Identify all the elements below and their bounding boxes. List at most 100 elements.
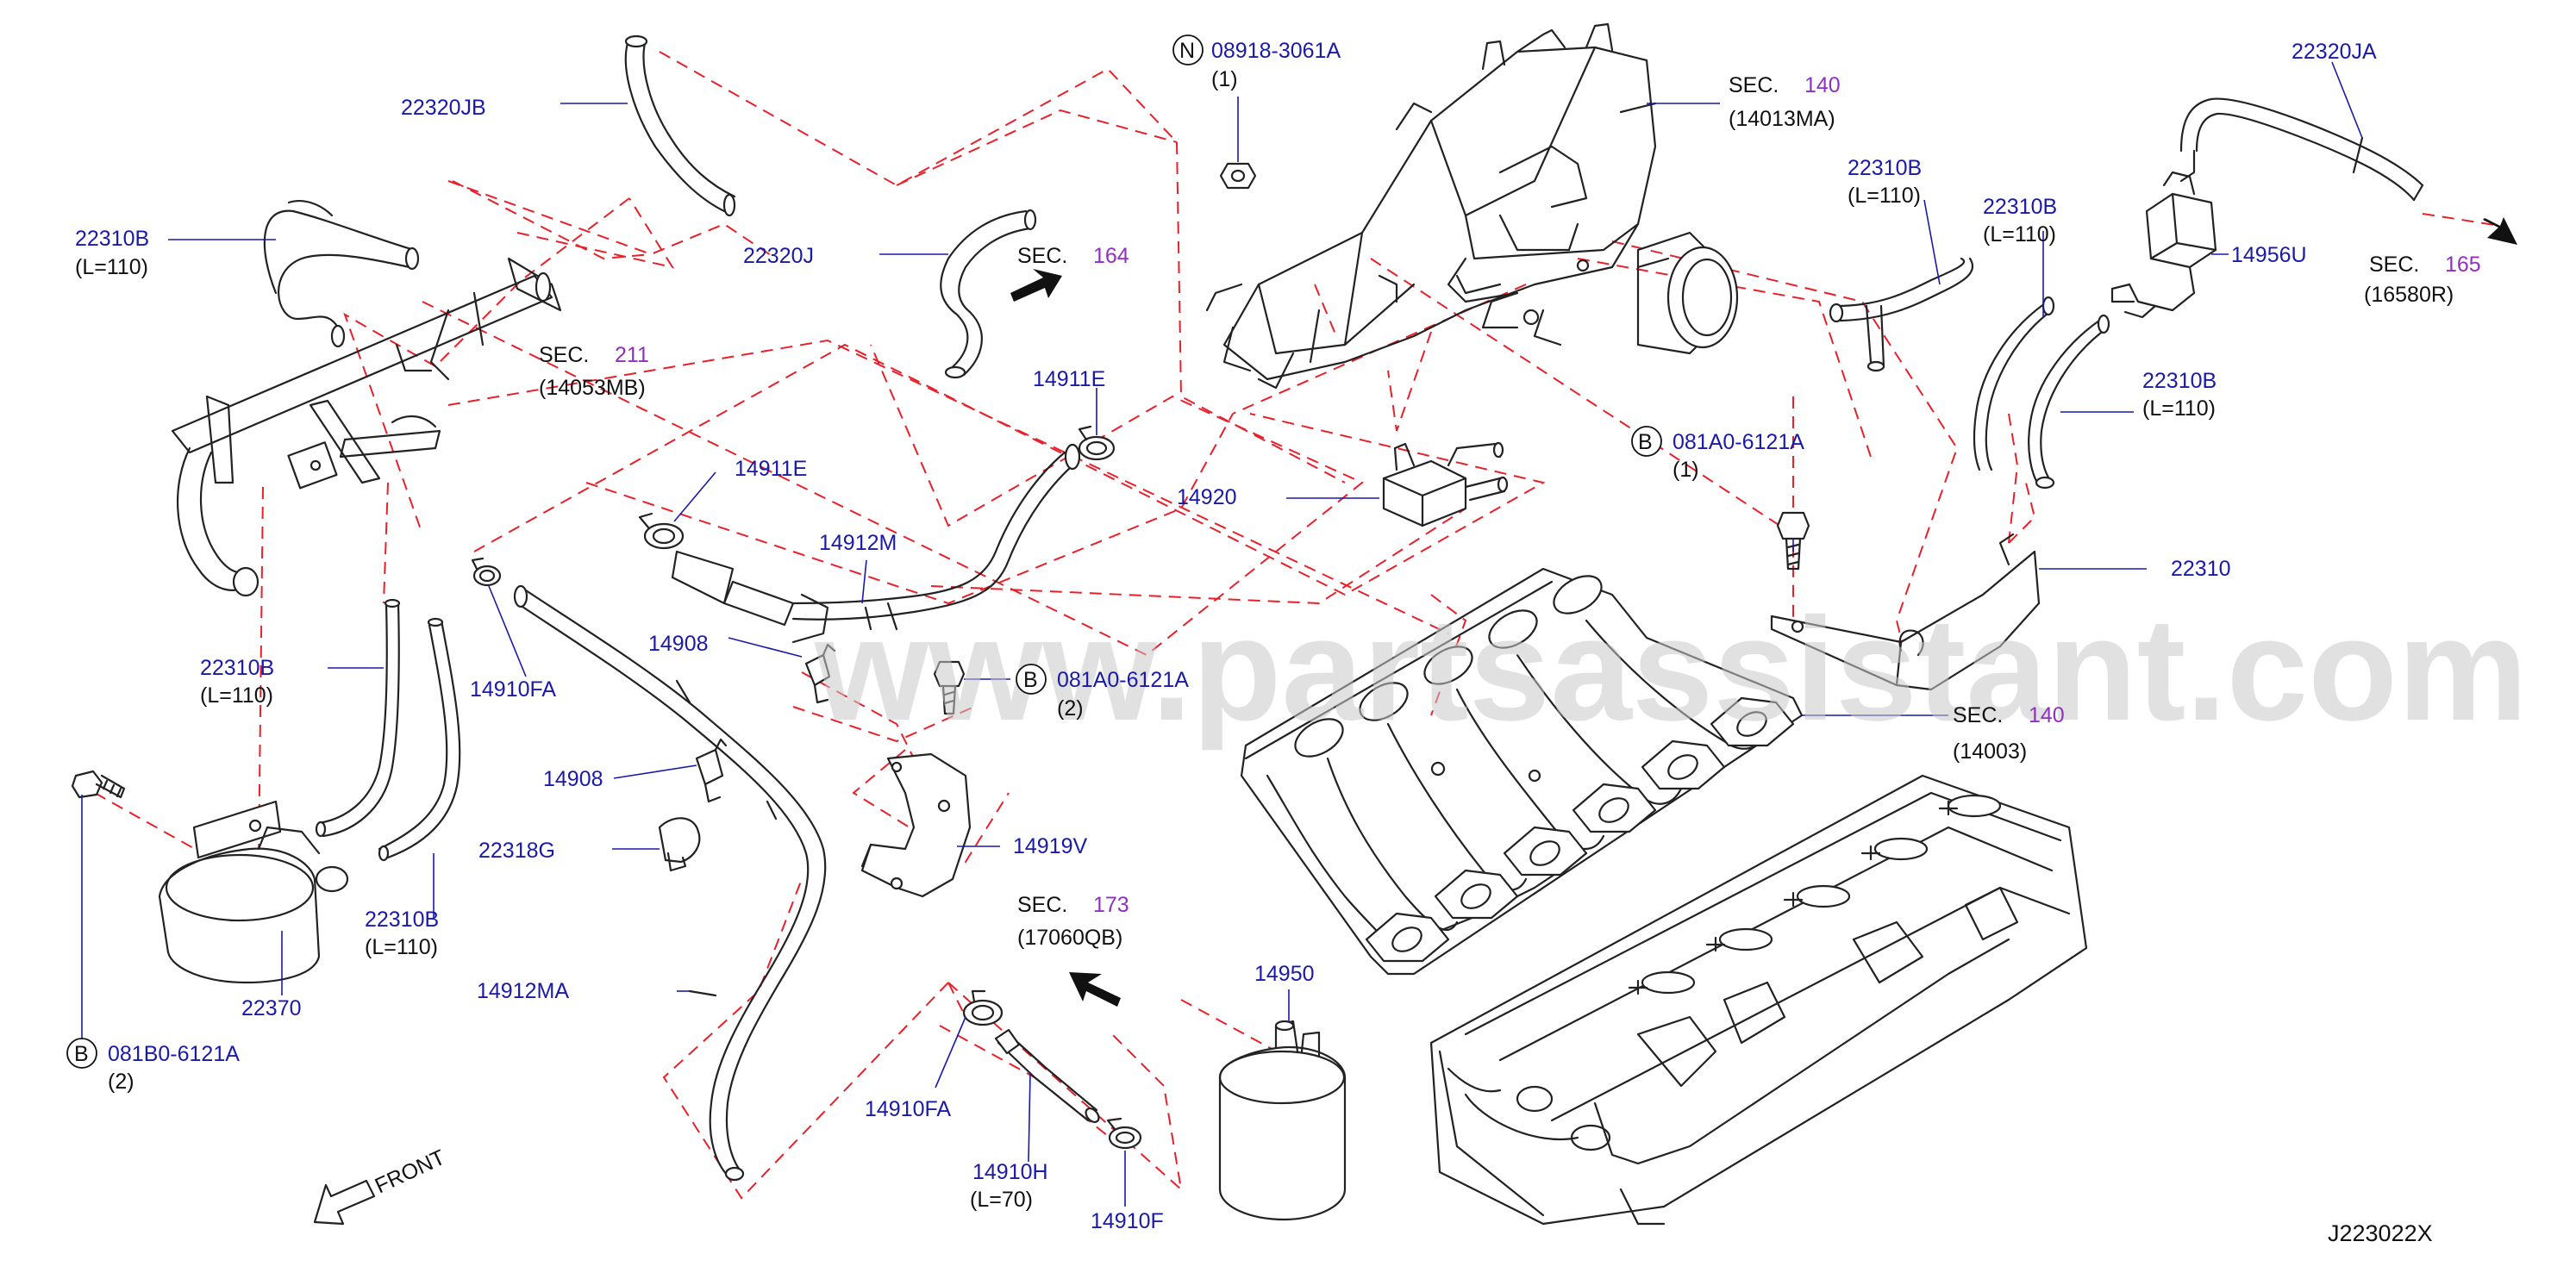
clip-14908-lower <box>695 738 728 803</box>
sec-sub: (14003) <box>1953 739 2027 764</box>
callout-sub: (1) <box>1673 458 1699 482</box>
bolt-081a0-top <box>1776 511 1810 571</box>
clamp-14911e-left <box>638 512 685 550</box>
circle-letter: N <box>1179 39 1195 63</box>
sec-prefix: SEC. <box>1953 703 2003 727</box>
callout-label: 14912M <box>819 531 897 555</box>
hose-14912ma <box>513 584 827 1182</box>
sec-number: 173 <box>1093 893 1129 917</box>
hose-22320ja <box>2179 97 2424 202</box>
valve-14920 <box>1382 441 1509 527</box>
callout-label: 22320J <box>743 244 814 268</box>
marker-b-circle <box>66 1038 97 1069</box>
circle-letter: B <box>74 1042 89 1066</box>
callout-label: 14912MA <box>477 979 569 1003</box>
callout-label: 14908 <box>648 632 709 656</box>
sec-prefix: SEC. <box>539 343 589 367</box>
nut-08918 <box>1219 162 1257 190</box>
coolant-pipe-assembly <box>171 257 562 597</box>
callout-sub: (2) <box>108 1070 134 1094</box>
callout-label: 081B0-6121A <box>108 1042 240 1066</box>
callout-label: 22310 <box>2171 557 2231 581</box>
callout-label: 22310B <box>1848 156 1922 180</box>
hose-22310b-vertical-a <box>315 598 401 838</box>
circle-letter: B <box>1638 430 1653 454</box>
callout-label: 14956U <box>2231 243 2307 267</box>
marker-n-circle <box>1172 34 1204 66</box>
callout-sub: (L=110) <box>200 683 273 708</box>
sec-sub: (17060QB) <box>1017 926 1122 950</box>
clip-22318g <box>658 817 701 872</box>
hose-14910h <box>994 1028 1100 1123</box>
callout-sub: (L=110) <box>2142 396 2216 421</box>
marker-b-circle <box>1631 426 1662 457</box>
callout-label: 22310B <box>365 908 439 932</box>
arrow-sec-164-icon <box>1010 269 1062 302</box>
bracket-14919v <box>860 752 972 898</box>
bolt-081b0 <box>71 770 126 799</box>
hose-22310b-u <box>263 200 420 348</box>
callout-label: 08918-3061A <box>1211 39 1341 63</box>
bolt-081a0-center <box>933 660 966 715</box>
intake-manifold <box>1240 567 1804 976</box>
watermark: www.partsassistant.com <box>814 588 2528 752</box>
sec-sub: (14053MB) <box>539 376 646 400</box>
part-22370 <box>158 800 349 984</box>
intake-collector <box>1205 22 1739 390</box>
callout-label: 14919V <box>1013 834 1088 858</box>
sec-number: 211 <box>615 343 649 367</box>
hose-22320j <box>940 209 1037 379</box>
sec-sub: (14013MA) <box>1729 107 1835 131</box>
callout-label: 081A0-6121A <box>1673 430 1804 454</box>
cylinder-head <box>1429 774 2088 1226</box>
callout-label: 22310B <box>1983 195 2057 219</box>
clamp-14910fa-bottom <box>962 989 1004 1026</box>
canister-14950 <box>1218 1020 1347 1221</box>
callout-sub: (L=70) <box>970 1188 1033 1212</box>
callout-label: 22310B <box>2142 369 2216 393</box>
marker-b-circle <box>1016 664 1047 695</box>
callout-label: 14910H <box>972 1160 1048 1184</box>
circle-letter: B <box>1023 668 1038 692</box>
callout-sub: (L=110) <box>365 935 438 959</box>
callout-label: 081A0-6121A <box>1057 668 1189 692</box>
labels: 22320JB 22310B (L=110) 22320J N 08918-30… <box>74 39 2481 1246</box>
callout-label: 22310B <box>200 656 274 680</box>
hose-14912m <box>671 443 1081 644</box>
callout-sub: (1) <box>1211 67 1238 91</box>
solenoid-14956u <box>2110 149 2217 319</box>
callout-label: 22320JB <box>401 96 486 120</box>
callout-sub: (L=110) <box>1848 184 1921 208</box>
sec-number: 140 <box>2029 703 2065 727</box>
front-arrow-icon <box>313 1179 376 1226</box>
callout-label: 14911E <box>1033 367 1105 391</box>
hose-22320jb <box>624 34 736 217</box>
callout-label: 22310B <box>75 227 149 251</box>
callout-label: 14950 <box>1254 962 1315 986</box>
diagram-id: J223022X <box>2328 1220 2433 1246</box>
arrow-sec-173-icon <box>1069 972 1121 1007</box>
hose-22310b-pair <box>1973 296 2110 490</box>
callout-label: 22318G <box>478 839 555 863</box>
leader-lines <box>81 61 2363 1207</box>
callout-label: 14910F <box>1091 1209 1164 1233</box>
callout-label: 14920 <box>1177 485 1237 509</box>
bracket-22310 <box>1770 533 2041 691</box>
parts-line-art <box>71 22 2517 1226</box>
clamp-14910fa-left <box>471 557 502 587</box>
clip-14908-upper <box>804 643 836 704</box>
sec-prefix: SEC. <box>2369 253 2419 277</box>
hose-22310b-curve <box>1829 257 1974 372</box>
sec-number: 140 <box>1804 73 1841 97</box>
hose-22310b-vertical-b <box>378 617 461 862</box>
sec-prefix: SEC. <box>1017 244 1067 268</box>
clamp-14910f <box>1106 1117 1142 1150</box>
sec-number: 165 <box>2445 253 2481 277</box>
sec-prefix: SEC. <box>1017 893 1067 917</box>
callout-sub: (2) <box>1057 696 1084 721</box>
sec-prefix: SEC. <box>1729 73 1779 97</box>
sec-number: 164 <box>1093 244 1129 268</box>
callout-label: 14908 <box>543 767 603 791</box>
